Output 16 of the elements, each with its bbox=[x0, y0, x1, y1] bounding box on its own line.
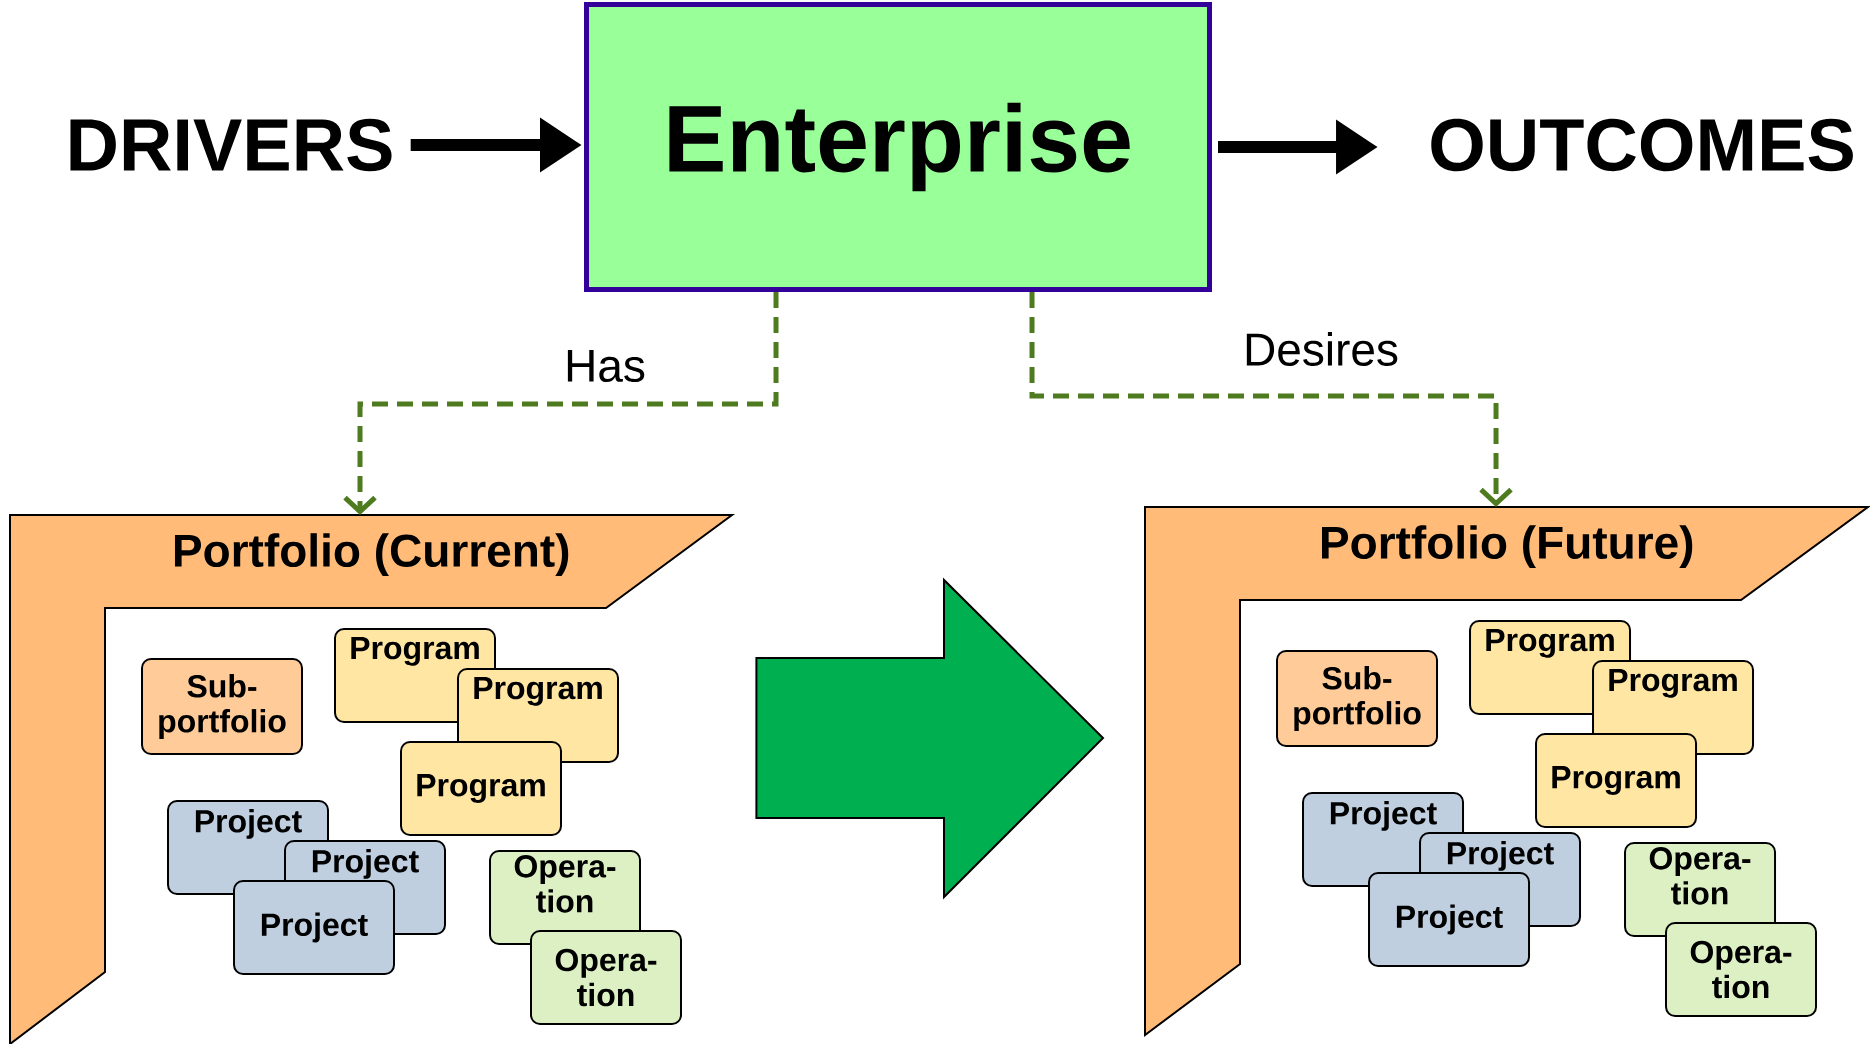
heading-text: OUTCOMES bbox=[1431, 118, 1853, 172]
dashed-arrow bbox=[343, 292, 779, 515]
card: Opera- tion bbox=[1665, 922, 1817, 1017]
block-arrow bbox=[755, 577, 1105, 900]
card: Opera- tion bbox=[530, 930, 682, 1025]
edge-label: Has bbox=[562, 347, 648, 385]
card: Program bbox=[400, 741, 562, 836]
card: Sub- portfolio bbox=[1276, 650, 1438, 747]
process-box: Enterprise bbox=[584, 2, 1212, 292]
card: Project bbox=[1368, 872, 1530, 967]
card: Sub- portfolio bbox=[141, 658, 303, 755]
heading-text: DRIVERS bbox=[70, 118, 392, 172]
card: Program bbox=[1535, 733, 1698, 828]
dashed-arrow bbox=[1029, 292, 1513, 507]
edge-label: Desires bbox=[1241, 330, 1401, 368]
card: Project bbox=[233, 880, 395, 975]
